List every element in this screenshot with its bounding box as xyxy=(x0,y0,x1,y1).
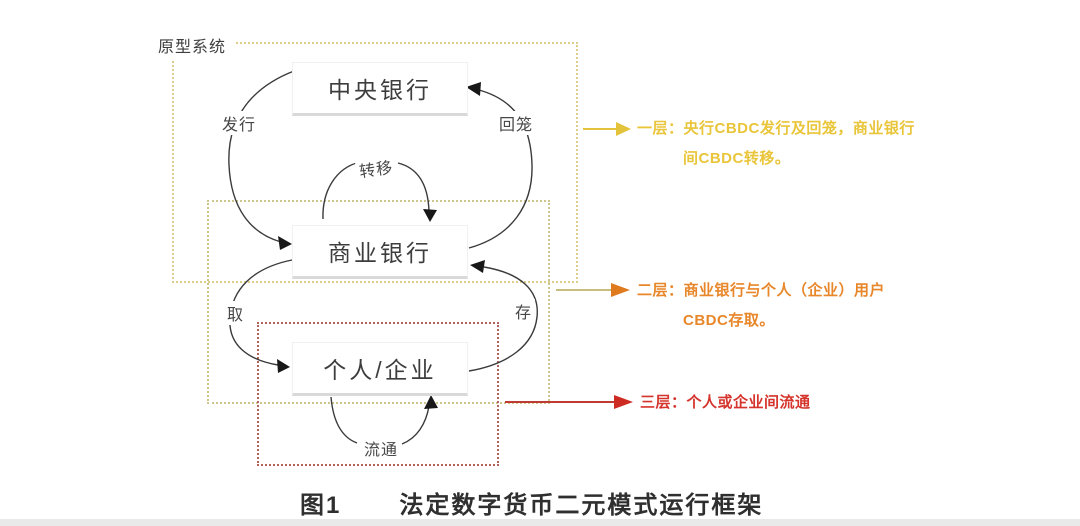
layer1-callout-arrow xyxy=(583,122,631,136)
individual-enterprise-node: 个人/企业 xyxy=(292,342,468,396)
layer1-annotation: 一层：央行CBDC发行及回笼，商业银行 间CBDC转移。 xyxy=(637,114,915,174)
commercial-bank-node: 商业银行 xyxy=(292,225,468,279)
prototype-system-boundary xyxy=(172,42,578,283)
layer2-annotation-label: 二层： xyxy=(637,282,684,299)
layer3-annotation-line1: 个人或企业间流通 xyxy=(686,394,811,411)
issue-label: 发行 xyxy=(219,111,260,135)
withdraw-label: 取 xyxy=(224,301,248,325)
recall-label: 回笼 xyxy=(496,111,537,135)
prototype-system-label: 原型系统 xyxy=(156,31,235,59)
figure-title: 法定数字货币二元模式运行框架 xyxy=(399,492,764,519)
layer3-annotation: 三层：个人或企业间流通 xyxy=(640,388,811,418)
circulate-label: 流通 xyxy=(361,436,402,460)
figure-number: 图1 xyxy=(300,492,342,519)
deposit-label: 存 xyxy=(512,299,536,323)
tier3-boundary xyxy=(257,322,499,466)
layer2-annotation: 二层：商业银行与个人（企业）用户 CBDC存取。 xyxy=(637,276,885,336)
layer1-annotation-line1: 央行CBDC发行及回笼，商业银行 xyxy=(683,120,915,137)
tier2-boundary xyxy=(207,200,550,404)
layer2-annotation-line2: CBDC存取。 xyxy=(683,312,775,329)
central-bank-node: 中央银行 xyxy=(292,62,468,116)
layer1-annotation-line2: 间CBDC转移。 xyxy=(683,150,791,167)
bottom-divider-strip xyxy=(0,519,1080,526)
layer2-annotation-line1: 商业银行与个人（企业）用户 xyxy=(683,282,886,299)
layer2-callout-arrow xyxy=(556,283,630,297)
layer3-annotation-label: 三层： xyxy=(640,394,687,411)
layer1-annotation-label: 一层： xyxy=(637,120,684,137)
figure-caption: 图1 法定数字货币二元模式运行框架 xyxy=(300,485,763,520)
